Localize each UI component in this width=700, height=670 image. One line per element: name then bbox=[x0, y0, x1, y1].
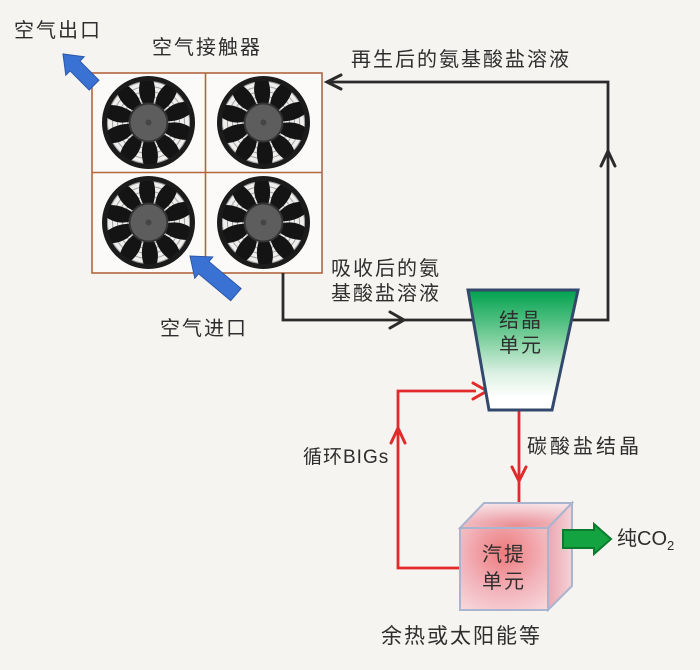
absorbed-solution-line bbox=[281, 273, 474, 322]
pure-co2-text: 纯CO bbox=[617, 528, 667, 550]
crystallization-unit-shape bbox=[466, 288, 580, 412]
fan-icon bbox=[104, 178, 194, 268]
fan-icon bbox=[219, 178, 309, 268]
crystallization-unit-label: 结晶 单元 bbox=[499, 310, 543, 357]
recycle-bigs-line bbox=[396, 389, 476, 570]
carbonate-crystals-label: 碳酸盐结晶 bbox=[527, 436, 642, 458]
stripper-front-face bbox=[459, 527, 549, 611]
air-inlet-label: 空气进口 bbox=[160, 318, 248, 340]
pure-co2-subscript: 2 bbox=[667, 538, 675, 553]
pure-co2-arrow-icon bbox=[562, 521, 613, 557]
pure-co2-label: 纯CO2 bbox=[617, 527, 674, 558]
absorbed-solution-label: 吸收后的氨 基酸盐溶液 bbox=[331, 258, 441, 305]
air-inlet-arrow-icon bbox=[189, 255, 242, 302]
regenerated-solution-label: 再生后的氨基酸盐溶液 bbox=[351, 49, 571, 71]
stripping-unit-label: 汽提 单元 bbox=[482, 544, 526, 593]
air-contactor-label: 空气接触器 bbox=[152, 37, 262, 59]
air-outlet-label: 空气出口 bbox=[14, 20, 102, 42]
absorbed-arrowhead-icon bbox=[388, 310, 408, 330]
regenerated-solution-line bbox=[327, 80, 610, 322]
fan-icon bbox=[104, 78, 194, 168]
heat-source-label: 余热或太阳能等 bbox=[381, 625, 542, 648]
fan-icon bbox=[219, 78, 309, 168]
air-outlet-arrow-icon bbox=[62, 53, 100, 91]
recycle-bigs-label: 循环BIGs bbox=[303, 447, 390, 468]
crystal-down-arrowhead-icon bbox=[510, 465, 528, 485]
recycle-up-arrowhead-icon bbox=[389, 424, 407, 445]
regenerated-left-arrowhead-icon bbox=[323, 73, 343, 91]
regenerated-up-arrowhead-icon bbox=[599, 147, 617, 168]
